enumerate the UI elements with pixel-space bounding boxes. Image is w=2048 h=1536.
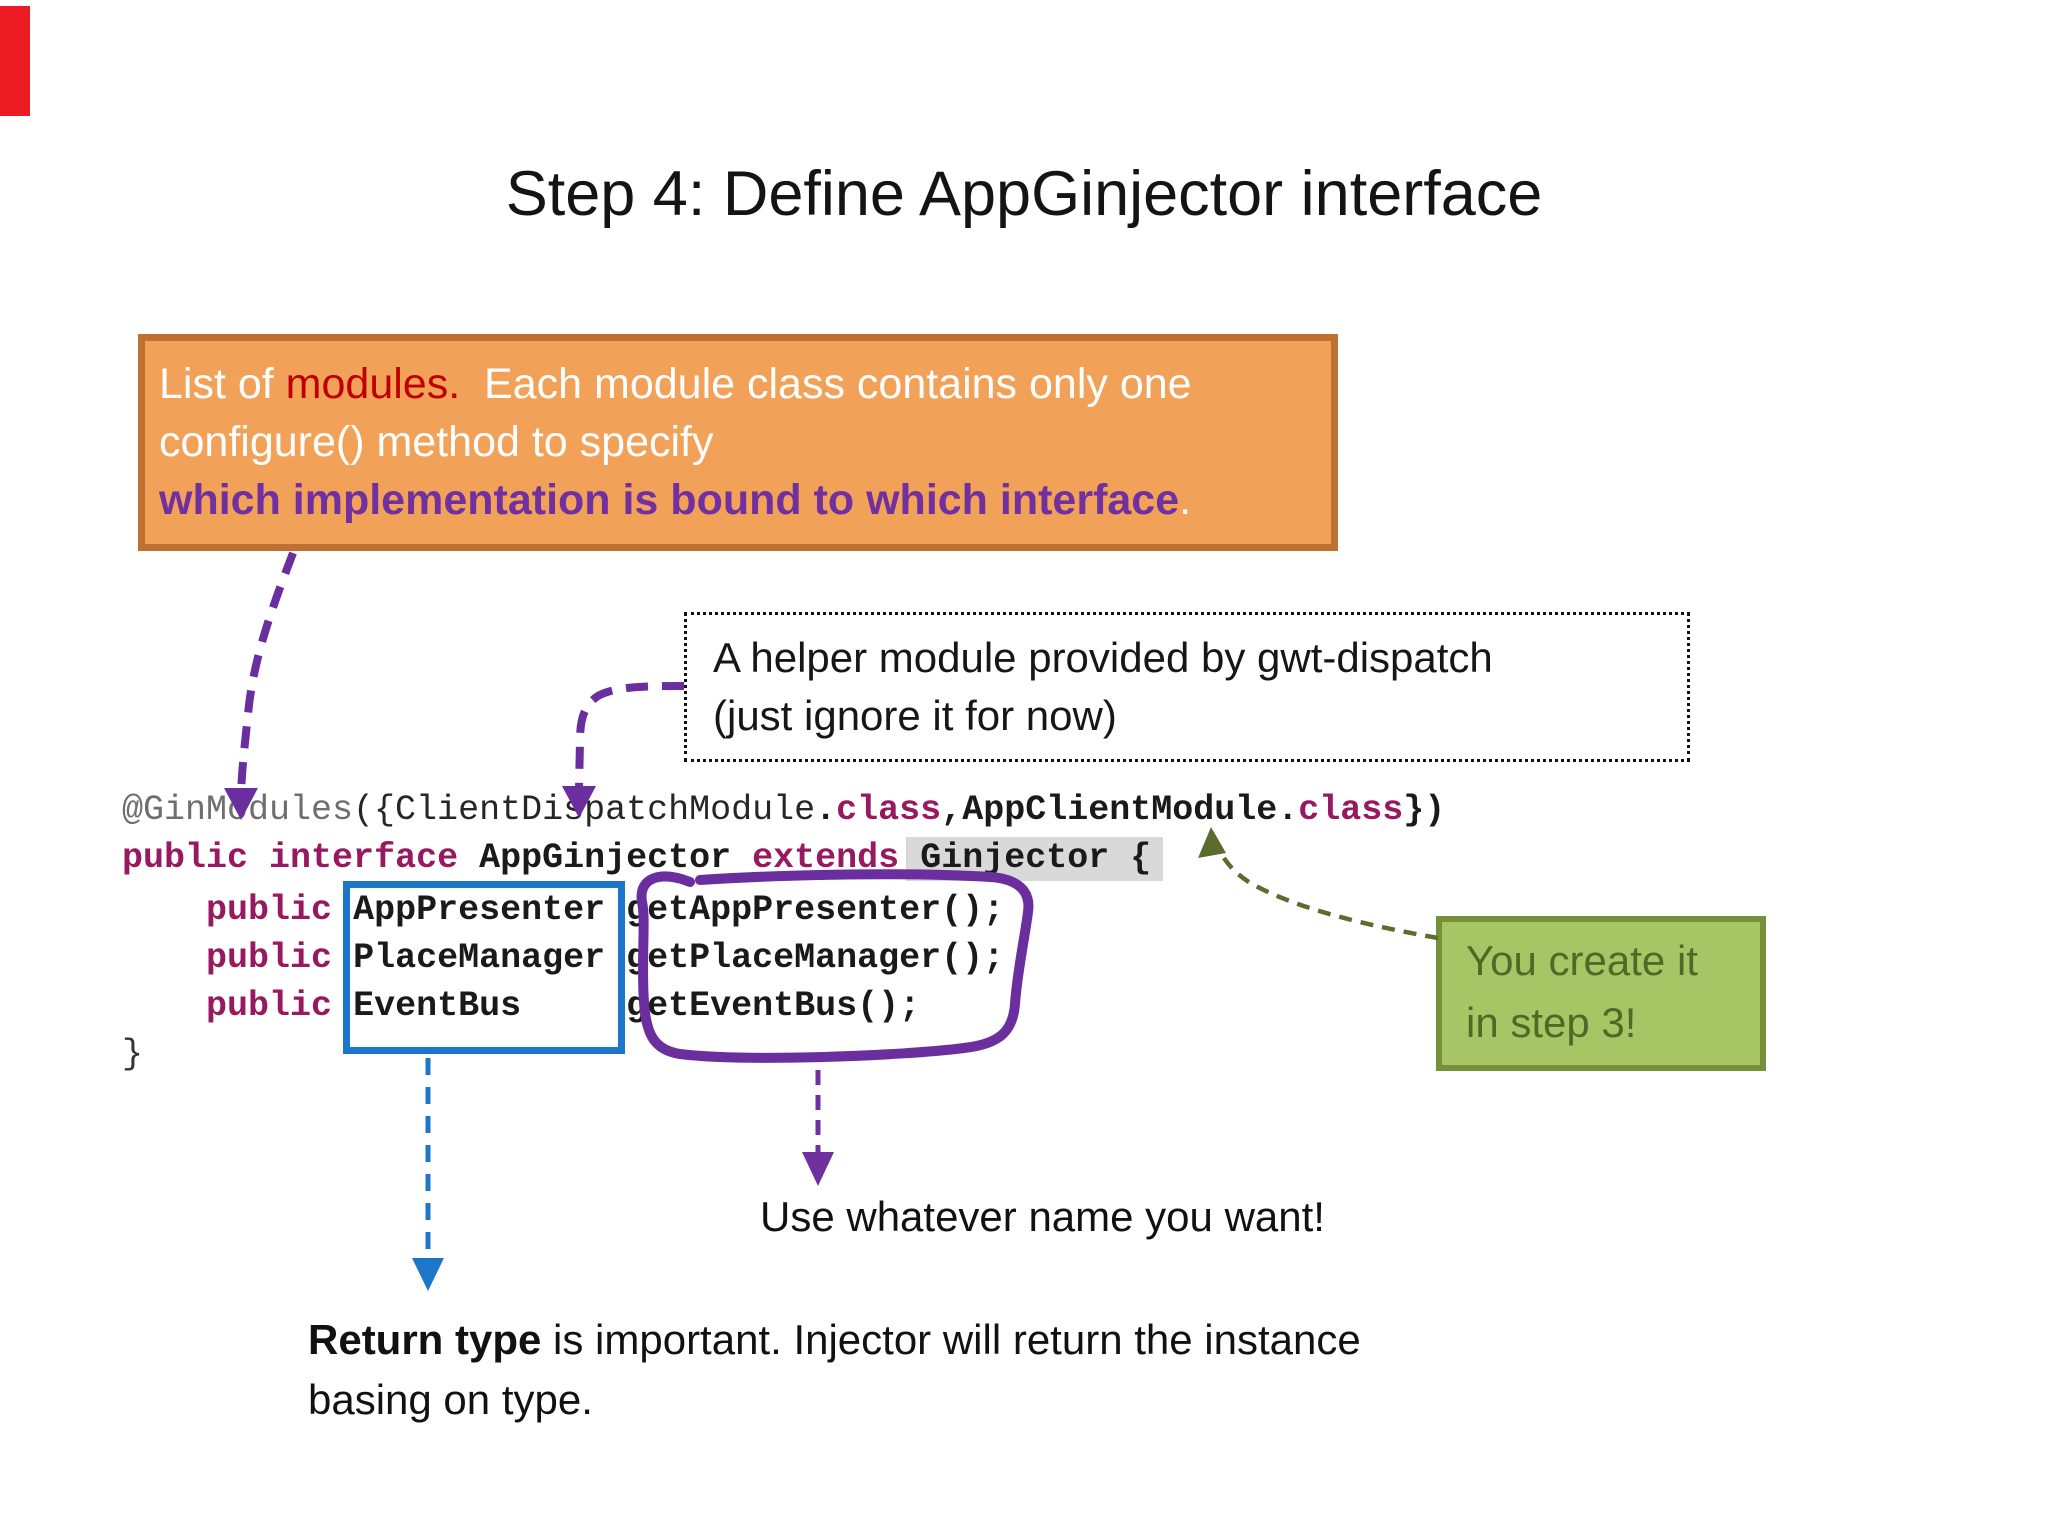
code-method-name: getAppPresenter(); xyxy=(626,890,1005,930)
code-return-type: EventBus xyxy=(353,986,522,1026)
arrowhead-usename-icon xyxy=(802,1152,834,1186)
code-ginjector-highlight: Ginjector { xyxy=(906,837,1164,881)
return-type-box xyxy=(343,881,625,1054)
step3-note-line-1: You create it xyxy=(1466,937,1698,984)
code-keyword-interface: interface xyxy=(269,838,459,878)
code-line-interface: public interface AppGinjector extends Gi… xyxy=(122,837,1164,881)
note-text-binding: which implementation is bound to which i… xyxy=(159,476,1180,524)
step3-note-line-2: in step 3! xyxy=(1466,999,1637,1046)
arrowhead-returntype-icon xyxy=(412,1258,444,1291)
code-method-name: getEventBus(); xyxy=(626,986,921,1026)
code-return-type: PlaceManager xyxy=(353,938,606,978)
code-method-name: getPlaceManager(); xyxy=(626,938,1005,978)
code-keyword-public: public xyxy=(206,890,333,930)
dashed-arrow-helper-icon xyxy=(575,682,685,791)
code-annotation: @GinModules xyxy=(122,790,354,830)
note-text-modules: modules. xyxy=(285,360,461,408)
code-line-close-brace: } xyxy=(122,1034,144,1074)
note-text: configure() method to specify xyxy=(159,418,714,466)
return-type-note-bold: Return type xyxy=(308,1316,542,1363)
arrowhead-step3-icon xyxy=(1198,827,1226,858)
return-type-note: Return type is important. Injector will … xyxy=(308,1316,1361,1423)
code-keyword-extends: extends xyxy=(752,838,900,878)
dashed-arrow-step3-icon xyxy=(1212,839,1439,941)
note-text: . xyxy=(1179,476,1192,524)
code-return-type: AppPresenter xyxy=(353,890,606,930)
modules-note-line-3: which implementation is bound to which i… xyxy=(159,471,1331,529)
step3-note-box: You create it in step 3! xyxy=(1436,916,1766,1071)
note-text: Each module class contains only one xyxy=(460,360,1192,408)
red-marker xyxy=(0,6,30,116)
modules-note-line-1: List of modules. Each module class conta… xyxy=(159,355,1331,413)
modules-note-box: List of modules. Each module class conta… xyxy=(138,334,1338,551)
code-keyword-public: public xyxy=(122,838,249,878)
code-keyword-class: class xyxy=(836,790,942,830)
helper-note-box: A helper module provided by gwt-dispatch… xyxy=(684,612,1690,762)
note-text: List of xyxy=(159,360,286,408)
code-line-ginmodules: @GinModules({ClientDispatchModule.class,… xyxy=(122,790,1446,830)
modules-note-line-2: configure() method to specify xyxy=(159,413,1331,471)
page-title: Step 4: Define AppGinjector interface xyxy=(505,159,1543,229)
helper-note-line-1: A helper module provided by gwt-dispatch xyxy=(713,634,1493,681)
dashed-arrow-modules-icon xyxy=(237,551,297,795)
helper-note-line-2: (just ignore it for now) xyxy=(713,692,1117,739)
code-keyword-public: public xyxy=(206,986,333,1026)
code-keyword-public: public xyxy=(206,938,333,978)
code-keyword-class: class xyxy=(1298,790,1404,830)
use-name-note: Use whatever name you want! xyxy=(760,1193,1325,1240)
